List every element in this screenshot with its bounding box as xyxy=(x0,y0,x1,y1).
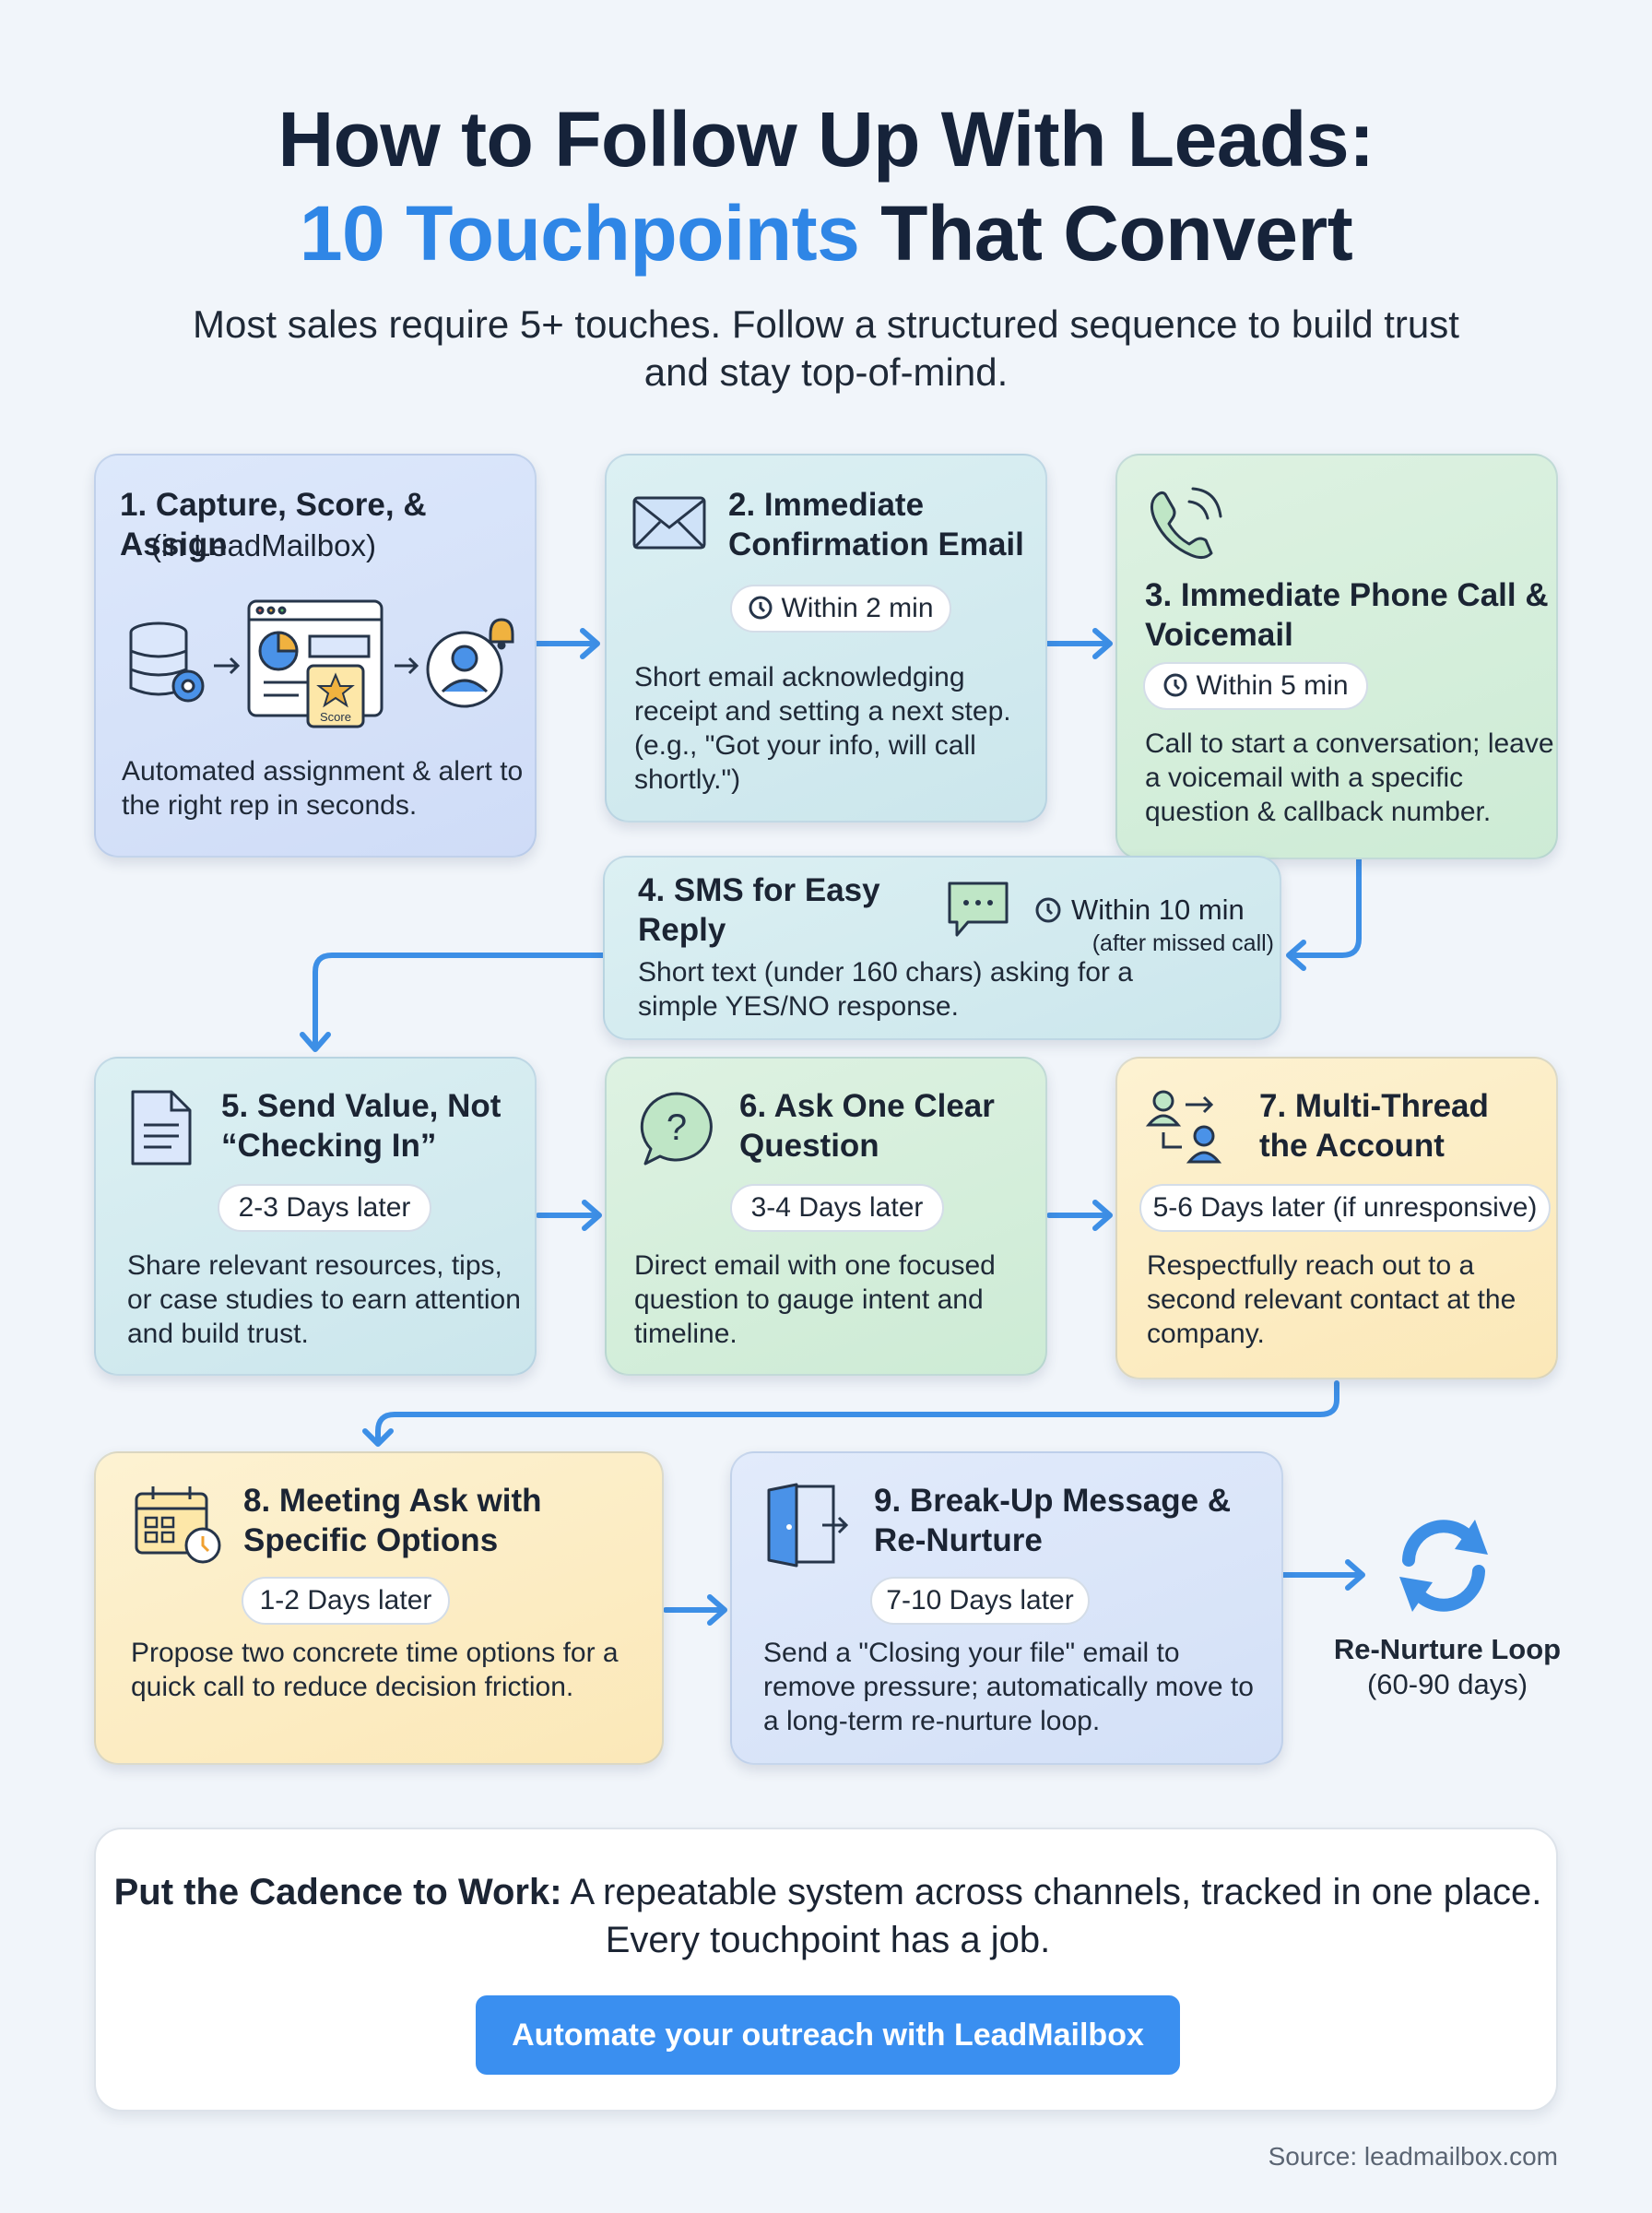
clock-icon xyxy=(1035,897,1061,923)
arrow-8-9 xyxy=(663,1594,727,1626)
arrow-2-3 xyxy=(1044,628,1113,659)
cta-text: Put the Cadence to Work: A repeatable sy… xyxy=(96,1868,1560,1964)
step-card-3: 3. Immediate Phone Call & Voicemail With… xyxy=(1115,454,1558,859)
arrow-9-loop xyxy=(1280,1559,1365,1591)
lead-routing-illustration: Score xyxy=(129,599,514,728)
page-title: How to Follow Up With Leads: 10 Touchpoi… xyxy=(0,92,1652,280)
document-icon xyxy=(131,1090,192,1166)
step-8-timing-pill: 1-2 Days later xyxy=(242,1577,450,1625)
step-2-timing-pill: Within 2 min xyxy=(730,585,951,633)
sms-chat-icon xyxy=(948,882,1009,937)
arrow-7-8 xyxy=(362,1380,1339,1447)
calendar-clock-icon xyxy=(135,1486,221,1564)
step-1-subtitle: (in LeadMailbox) xyxy=(151,528,376,562)
step-6-description: Direct email with one focused question t… xyxy=(634,1250,996,1349)
arrow-4-5 xyxy=(300,953,606,1052)
score-badge-label: Score xyxy=(320,710,351,724)
phone-call-icon xyxy=(1150,487,1222,560)
automate-outreach-button[interactable]: Automate your outreach with LeadMailbox xyxy=(476,1995,1180,2075)
page-subtitle: Most sales require 5+ touches. Follow a … xyxy=(193,302,1459,394)
cta-body: A repeatable system across channels, tra… xyxy=(561,1872,1542,1960)
arrow-3-4 xyxy=(1286,857,1362,971)
arrow-6-7 xyxy=(1046,1200,1113,1231)
step-4-timing-note: (after missed call) xyxy=(1092,930,1274,956)
clock-icon xyxy=(749,596,773,620)
step-card-4: 4. SMS for Easy Reply Within 10 min (aft… xyxy=(603,856,1281,1040)
refresh-loop-icon xyxy=(1399,1520,1488,1612)
step-9-timing-pill: 7-10 Days later xyxy=(870,1577,1090,1625)
step-card-6: ? 6. Ask One Clear Question 3-4 Days lat… xyxy=(605,1057,1047,1376)
step-6-title: 6. Ask One Clear Question xyxy=(739,1088,995,1164)
step-9-title: 9. Break-Up Message & Re-Nurture xyxy=(874,1483,1232,1558)
title-line-1: How to Follow Up With Leads: xyxy=(277,96,1375,183)
step-7-timing-pill: 5-6 Days later (if unresponsive) xyxy=(1139,1184,1551,1232)
step-1-description: Automated assignment & alert to the righ… xyxy=(122,756,524,821)
step-2-title: 2. Immediate Confirmation Email xyxy=(728,487,1024,562)
step-card-9: 9. Break-Up Message & Re-Nurture 7-10 Da… xyxy=(730,1451,1283,1765)
step-3-timing: Within 5 min xyxy=(1196,670,1349,701)
step-8-description: Propose two concrete time options for a … xyxy=(131,1638,619,1702)
step-4-title: 4. SMS for Easy Reply xyxy=(638,872,880,948)
step-2-description: Short email acknowledging receipt and se… xyxy=(634,662,1011,795)
step-8-title: 8. Meeting Ask with Specific Options xyxy=(243,1483,542,1558)
arrow-1-2 xyxy=(534,628,600,659)
step-card-8: 8. Meeting Ask with Specific Options 1-2… xyxy=(94,1451,664,1765)
step-2-timing: Within 2 min xyxy=(781,593,934,623)
multi-contact-icon xyxy=(1145,1090,1222,1164)
step-5-timing-pill: 2-3 Days later xyxy=(218,1184,431,1232)
title-line-2: 10 Touchpoints That Convert xyxy=(0,186,1652,280)
step-5-title: 5. Send Value, Not “Checking In” xyxy=(221,1088,502,1164)
database-gear-icon xyxy=(129,621,205,703)
re-nurture-loop-label: Re-Nurture Loop (60-90 days) xyxy=(1309,1632,1586,1702)
step-4-description: Short text (under 160 chars) asking for … xyxy=(638,957,1133,1022)
loop-duration: (60-90 days) xyxy=(1366,1668,1528,1700)
step-7-title: 7. Multi-Thread the Account xyxy=(1259,1088,1489,1164)
step-3-title: 3. Immediate Phone Call & Voicemail xyxy=(1145,577,1549,653)
step-card-7: 7. Multi-Thread the Account 5-6 Days lat… xyxy=(1115,1057,1558,1379)
clock-icon xyxy=(1163,673,1187,697)
step-6-timing-pill: 3-4 Days later xyxy=(730,1184,944,1232)
svg-text:?: ? xyxy=(667,1107,687,1148)
loop-title: Re-Nurture Loop xyxy=(1333,1633,1562,1665)
step-3-timing-pill: Within 5 min xyxy=(1143,662,1368,710)
step-card-1: 1. Capture, Score, & Assign (in LeadMail… xyxy=(94,454,537,858)
step-card-5: 5. Send Value, Not “Checking In” 2-3 Day… xyxy=(94,1057,537,1376)
step-card-2: 2. Immediate Confirmation Email Within 2… xyxy=(605,454,1047,822)
title-rest: That Convert xyxy=(859,190,1353,277)
step-9-description: Send a "Closing your file" email to remo… xyxy=(763,1638,1254,1736)
cta-panel: Put the Cadence to Work: A repeatable sy… xyxy=(94,1828,1558,2112)
step-3-description: Call to start a conversation; leave a vo… xyxy=(1145,728,1554,827)
step-4-timing: Within 10 min xyxy=(1071,893,1245,926)
title-accent: 10 Touchpoints xyxy=(299,190,860,277)
score-badge-icon: Score xyxy=(306,664,365,728)
cta-lead: Put the Cadence to Work: xyxy=(113,1872,562,1912)
step-1-title: 1. Capture, Score, & Assign xyxy=(120,487,427,562)
user-alert-icon xyxy=(426,618,514,708)
envelope-icon xyxy=(632,496,706,550)
exit-door-icon xyxy=(767,1483,849,1568)
step-5-description: Share relevant resources, tips, or case … xyxy=(127,1250,521,1349)
question-bubble-icon: ? xyxy=(640,1092,713,1166)
source-credit: Source: leadmailbox.com xyxy=(1268,2142,1558,2171)
arrow-5-6 xyxy=(536,1200,602,1231)
step-7-description: Respectfully reach out to a second relev… xyxy=(1147,1250,1516,1349)
